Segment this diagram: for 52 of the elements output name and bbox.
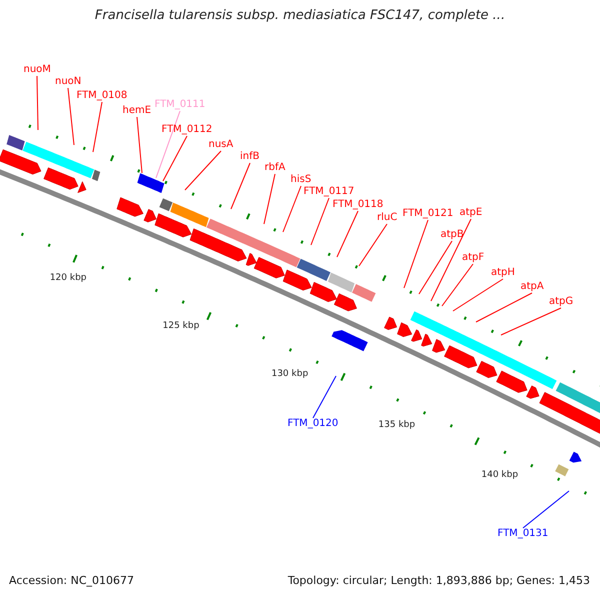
leader-line [68,88,74,146]
leader-line [312,376,336,418]
gene-label: FTM_0112 [162,124,212,136]
leader-line [442,264,474,306]
gene-label: FTM_0117 [304,186,354,198]
leader-line [336,210,358,258]
leader-line [404,220,428,288]
gene-label: nusA [208,139,234,151]
leader-line [310,198,330,246]
gene-label: FTM_0118 [332,199,384,211]
leader-line [500,308,562,336]
leader-line [156,110,180,178]
leader-line [230,162,250,210]
gene-label: atpB [440,229,464,241]
gene-label: infB [240,151,260,163]
leader-line [162,136,188,182]
gene-label: hemE [122,105,152,117]
leader-line [36,76,38,130]
gene-label: atpF [462,252,484,264]
leader-line [282,186,302,232]
gene-label: hisS [290,174,312,186]
gene-label: atpA [520,281,544,293]
gene-label: FTM_0131 [498,528,548,540]
gene-label: atpE [460,207,482,219]
leader-line [358,224,388,266]
scale-label: 140 kbp [481,468,518,481]
leader-line [184,150,222,190]
gene-label: FTM_0120 [288,418,338,430]
gene-label: FTM_0121 [402,208,454,220]
gene-label: nuoM [24,64,51,76]
leader-line [476,292,532,322]
leader-line [136,116,142,174]
leader-line [92,102,102,152]
gene-label: FTM_0111 [154,99,206,111]
scale-label: 125 kbp [162,320,200,332]
leader-line [418,240,452,294]
genome-summary-note: Topology: circular; Length: 1,893,886 bp; Genes: 1,453 [288,575,590,587]
leader-line [264,174,276,224]
leader-line [430,218,472,302]
gene-label: nuoN [55,76,82,88]
gene-label: atpG [549,296,574,308]
leader-line [522,490,570,528]
leader-line [452,278,504,312]
scale-label: 130 kbp [271,368,308,380]
accession-note: Accession: NC_010677 [9,575,134,587]
map-title: Francisella tularensis subsp. mediasiatica FSC147, complete ... [94,10,506,22]
scale-label: 135 kbp [378,418,416,431]
gene-label: rbfA [264,162,286,174]
gene-label: atpH [491,267,515,279]
scale-label: 120 kbp [50,272,87,284]
gene-label: FTM_0108 [76,90,128,102]
gene-label: rluC [377,212,398,224]
